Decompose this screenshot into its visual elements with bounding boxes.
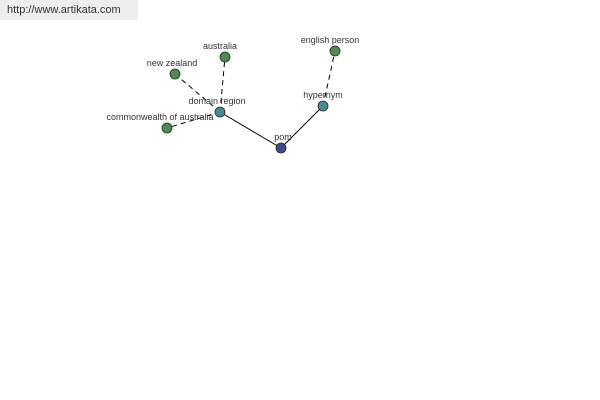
edge-domain-region-to-commonwealth-of-australia (166, 111, 221, 129)
graph-nodes (161, 45, 341, 154)
node-pom[interactable] (275, 142, 287, 154)
node-english-person[interactable] (329, 45, 341, 57)
node-commonwealth-of-australia[interactable] (161, 122, 173, 134)
node-label-australia[interactable]: australia (203, 41, 237, 51)
node-hypernym[interactable] (317, 100, 329, 112)
edge-pom-to-domain-region (219, 111, 282, 149)
node-domain-region[interactable] (214, 106, 226, 118)
node-label-new-zealand[interactable]: new zealand (147, 58, 198, 68)
node-label-domain-region[interactable]: domain region (188, 96, 245, 106)
node-new-zealand[interactable] (169, 68, 181, 80)
edge-pom-to-hypernym (280, 105, 324, 149)
edge-domain-region-to-new-zealand (174, 73, 221, 113)
node-australia[interactable] (219, 51, 231, 63)
node-label-english-person[interactable]: english person (301, 35, 360, 45)
edge-hypernym-to-english-person (322, 50, 336, 107)
graph-edges (166, 50, 336, 149)
node-label-hypernym[interactable]: hypernym (303, 90, 343, 100)
node-label-pom[interactable]: pom (274, 132, 292, 142)
node-label-commonwealth-of-australia[interactable]: commonwealth of australia (106, 112, 213, 122)
graph-labels: pom domain region hypernym australia new zea… (106, 35, 359, 142)
source-url-link[interactable]: http://www.artikata.com (0, 0, 138, 20)
edge-domain-region-to-australia (219, 56, 226, 113)
